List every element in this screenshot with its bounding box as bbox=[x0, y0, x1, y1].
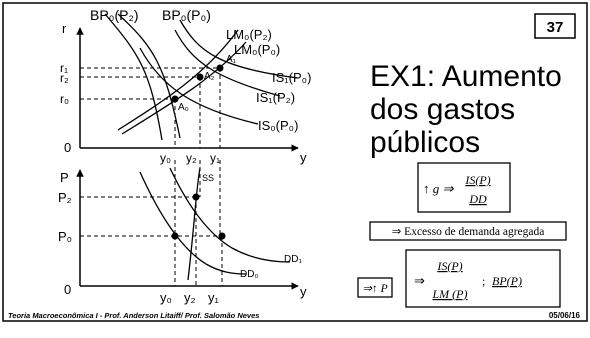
title-line-3: públicos bbox=[370, 126, 480, 159]
curve-is1-p0 bbox=[179, 19, 299, 79]
box-shift-curves: ⇒ IS(P) LM (P) ; BP(P) bbox=[405, 249, 561, 308]
box4-arrow: ⇒ bbox=[414, 273, 425, 288]
box4-denominator: LM (P) bbox=[432, 287, 468, 301]
label-a0: A₀ bbox=[178, 102, 189, 113]
top-label-y0: y₀ bbox=[160, 151, 171, 165]
label-lm-p2: LM₀(P₂) bbox=[226, 27, 272, 42]
label-dd1: DD₁ bbox=[284, 254, 302, 265]
bottom-label-y0: y₀ bbox=[160, 290, 172, 305]
slide-number-box: 37 bbox=[534, 13, 576, 39]
box1-numerator: IS(P) bbox=[464, 173, 490, 187]
curve-ss bbox=[187, 167, 201, 281]
point-a1 bbox=[216, 64, 224, 72]
label-bp-p2: BP₀(P₂) bbox=[90, 7, 139, 23]
curve-bp-p0 bbox=[117, 13, 181, 139]
top-guides bbox=[80, 67, 221, 148]
box-gov-spending: ↑ g ⇒ IS(P) DD bbox=[417, 162, 511, 213]
label-ss: SS bbox=[202, 173, 214, 183]
box1-denominator: DD bbox=[468, 192, 487, 206]
bottom-axis-y: y bbox=[300, 284, 307, 299]
curve-is0-p0 bbox=[139, 47, 259, 125]
label-is0-p0: IS₀(P₀) bbox=[258, 118, 298, 133]
bottom-label-y2: y₂ bbox=[184, 290, 196, 305]
bottom-axis-p: P bbox=[60, 170, 69, 185]
label-lm-p0: LM₀(P₀) bbox=[234, 42, 280, 57]
is-lm-bp-graph: r y 0 r₁ r₂ r₀ y₀ y₂ y₁ A₀ A bbox=[60, 7, 311, 165]
box4-bp: BP(P) bbox=[492, 274, 522, 288]
curve-lm-p2 bbox=[117, 29, 239, 131]
curve-bp-p2 bbox=[104, 13, 163, 141]
slide-number: 37 bbox=[547, 19, 564, 36]
slide-frame bbox=[2, 2, 588, 322]
title-line-1: EX1: Aumento bbox=[370, 60, 562, 93]
label-a1: A₁ bbox=[226, 54, 237, 65]
box4-numerator: IS(P) bbox=[436, 259, 462, 273]
top-label-y2: y₂ bbox=[186, 151, 197, 165]
title-line-2: dos gastos bbox=[370, 93, 515, 126]
bottom-guides bbox=[80, 160, 223, 286]
label-r2: r₂ bbox=[60, 71, 69, 85]
point-bottom-y1 bbox=[218, 232, 226, 240]
point-bottom-y0 bbox=[171, 232, 179, 240]
curve-lm-p0 bbox=[121, 41, 247, 135]
box4-sep: ; bbox=[482, 274, 485, 288]
footer-text: Teoria Macroeconômica I - Prof. Anderson… bbox=[8, 311, 259, 320]
label-p2: P₂ bbox=[58, 190, 72, 205]
label-a2: A₂ bbox=[204, 71, 215, 82]
bottom-label-y1: y₁ bbox=[208, 290, 220, 305]
point-a0 bbox=[171, 95, 179, 103]
top-label-y1: y₁ bbox=[210, 151, 220, 165]
label-bp-p0: BP₀(P₀) bbox=[162, 7, 211, 23]
top-axis-r: r bbox=[62, 21, 67, 36]
label-is1-p0: IS₁(P₀) bbox=[272, 70, 311, 85]
box2-text: ⇒ Excesso de demanda agregada bbox=[392, 226, 545, 238]
top-origin: 0 bbox=[64, 140, 71, 155]
curve-dd0 bbox=[139, 171, 247, 275]
label-p0: P₀ bbox=[58, 229, 72, 244]
label-r1: r₁ bbox=[60, 61, 68, 75]
bottom-origin: 0 bbox=[64, 282, 71, 297]
box-price-up: ⇒↑ P bbox=[357, 277, 393, 298]
box3-text: ⇒↑ P bbox=[362, 283, 387, 295]
label-dd0: DD₀ bbox=[240, 269, 259, 280]
ss-dd-graph: P y 0 P₂ P₀ y₀ y₂ y₁ SS DD₁ bbox=[58, 160, 307, 305]
box-excess-demand: ⇒ Excesso de demanda agregada bbox=[369, 221, 567, 241]
point-a2 bbox=[196, 73, 204, 81]
point-bottom-y2 bbox=[192, 193, 200, 201]
slide-title: EX1: Aumento dos gastos públicos bbox=[370, 60, 562, 159]
label-r0: r₀ bbox=[60, 92, 69, 106]
top-axis-y: y bbox=[300, 150, 307, 165]
curve-dd1 bbox=[169, 167, 291, 263]
footer-date: 05/06/16 bbox=[549, 311, 581, 320]
box1-prefix: ↑ g ⇒ bbox=[423, 181, 455, 196]
label-is1-p2: IS₁(P₂) bbox=[256, 90, 295, 105]
curve-is1-p2 bbox=[174, 29, 281, 97]
